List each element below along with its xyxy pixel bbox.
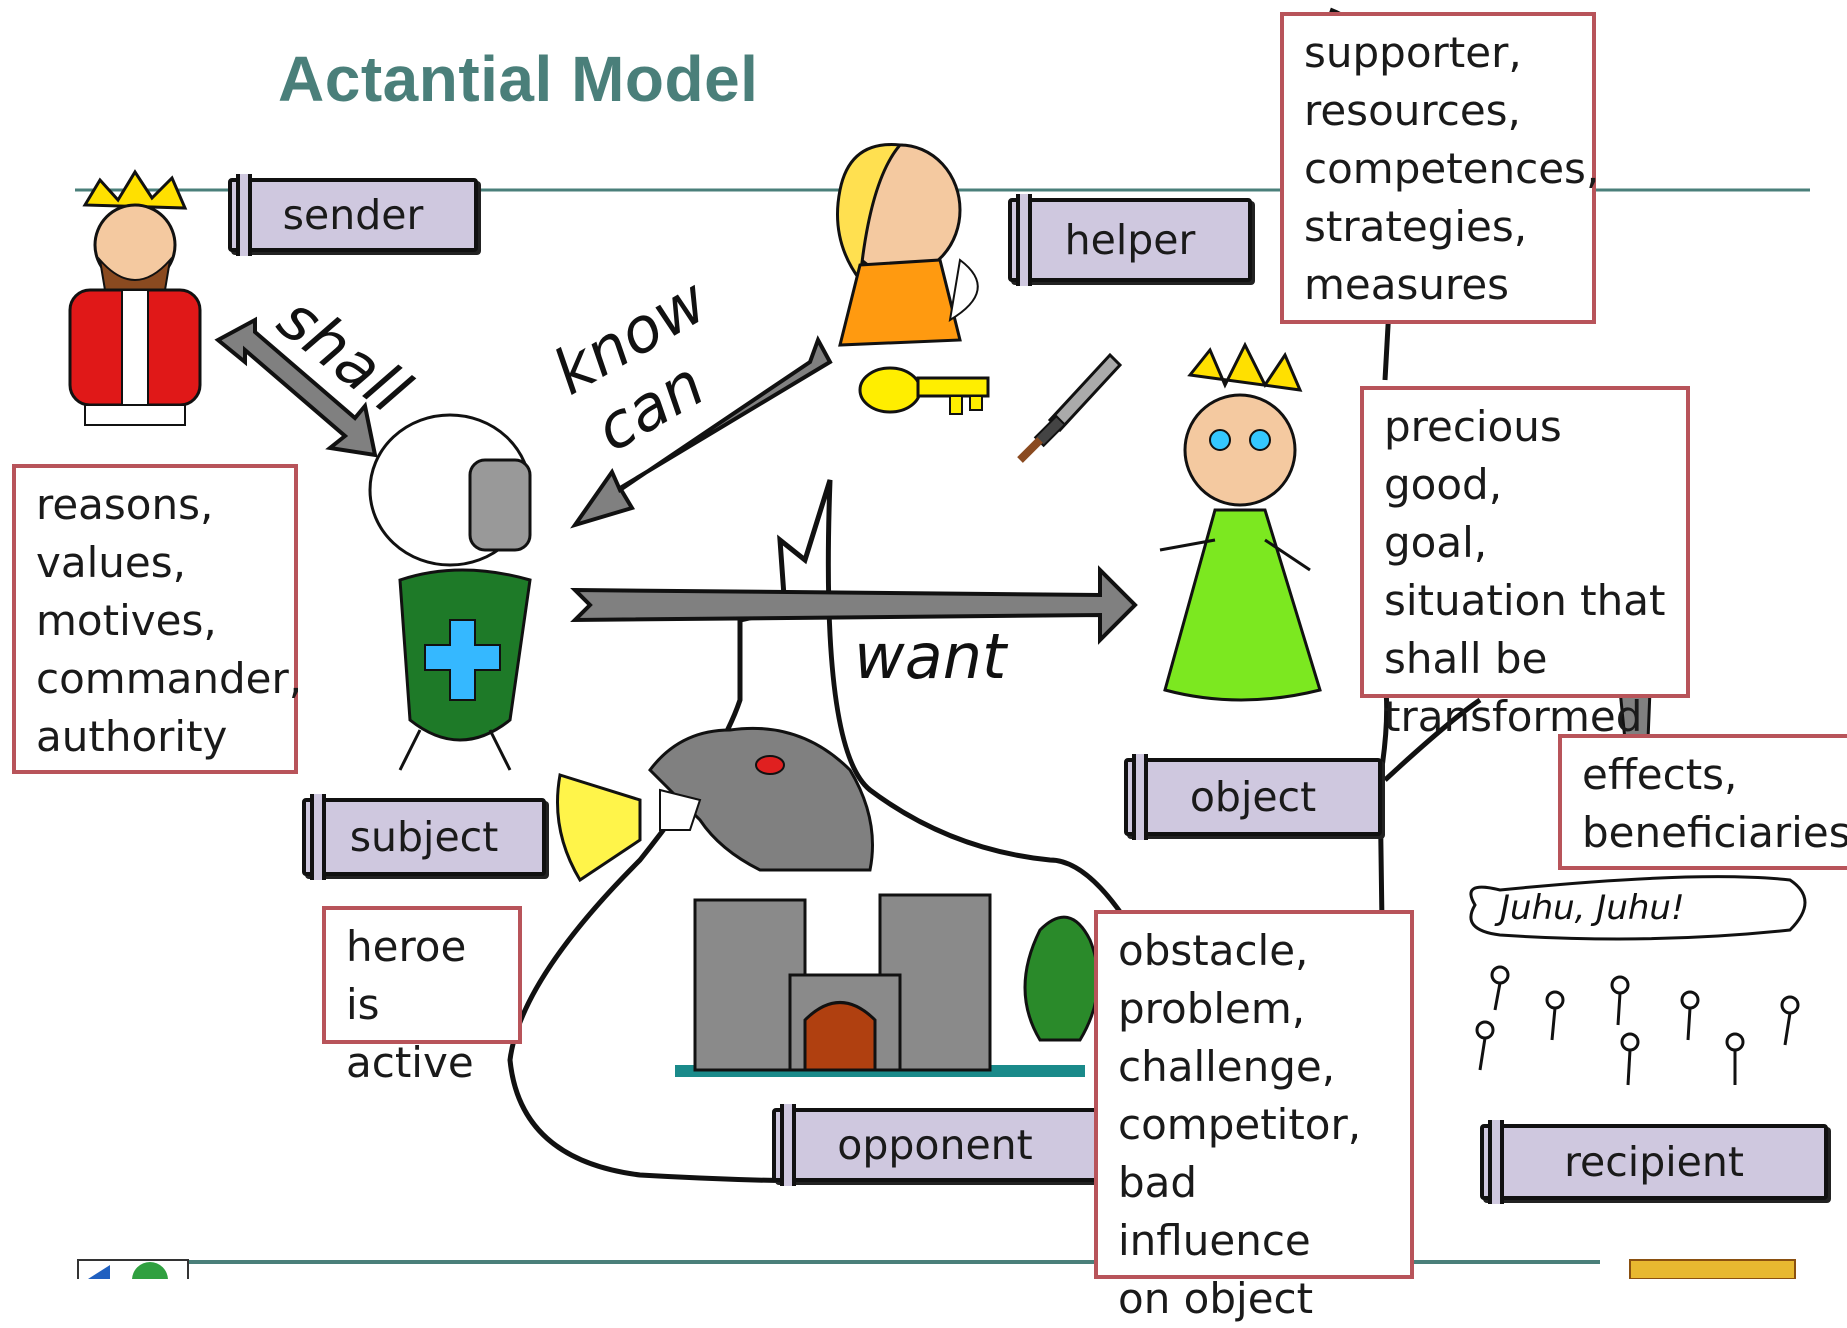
key-icon <box>858 366 990 415</box>
helper-figure <box>836 143 979 347</box>
sender-text: sender <box>282 191 424 239</box>
princess-figure <box>1159 341 1322 702</box>
want-arrow <box>570 565 1138 645</box>
recipient-text: recipient <box>1564 1138 1744 1186</box>
object-label: object <box>1124 754 1382 840</box>
know-can-arrow <box>570 335 833 529</box>
subject-text: subject <box>349 813 499 861</box>
recipient-label: recipient <box>1480 1120 1828 1204</box>
crowd-figure <box>1469 875 1807 1086</box>
helper-text: helper <box>1064 216 1196 264</box>
opponent-description: obstacle, problem, challenge, competitor… <box>1094 910 1414 1323</box>
crowd-speech: Juhu, Juhu! <box>1500 888 1685 928</box>
subject-label: subject <box>302 794 546 880</box>
helper-description: supporter, resources, competences, strat… <box>1280 12 1599 324</box>
opponent-label: opponent <box>772 1104 1098 1186</box>
helper-label: helper <box>1008 194 1252 286</box>
sender-label: sender <box>228 174 478 256</box>
object-description: precious good, goal, situation that shal… <box>1360 386 1690 741</box>
opponent-text: opponent <box>837 1121 1033 1169</box>
castle-figure <box>675 893 1100 1077</box>
wolf-figure <box>556 726 874 883</box>
sender-description: reasons, values, motives, commander, aut… <box>12 464 302 774</box>
king-figure <box>68 169 202 426</box>
footer-logo-left <box>77 1259 189 1279</box>
object-text: object <box>1189 773 1317 821</box>
page-title: Actantial Model <box>278 43 759 115</box>
sword-icon <box>1017 352 1123 463</box>
subject-description: heroe is active <box>322 906 522 1087</box>
diagram-canvas <box>68 7 1810 1279</box>
shall-arrow <box>214 316 378 458</box>
want-label: want <box>854 620 1007 693</box>
recipient-description: effects, beneficiaries <box>1558 734 1847 870</box>
footer-logo-right <box>1629 1259 1796 1279</box>
knight-figure <box>368 413 532 771</box>
